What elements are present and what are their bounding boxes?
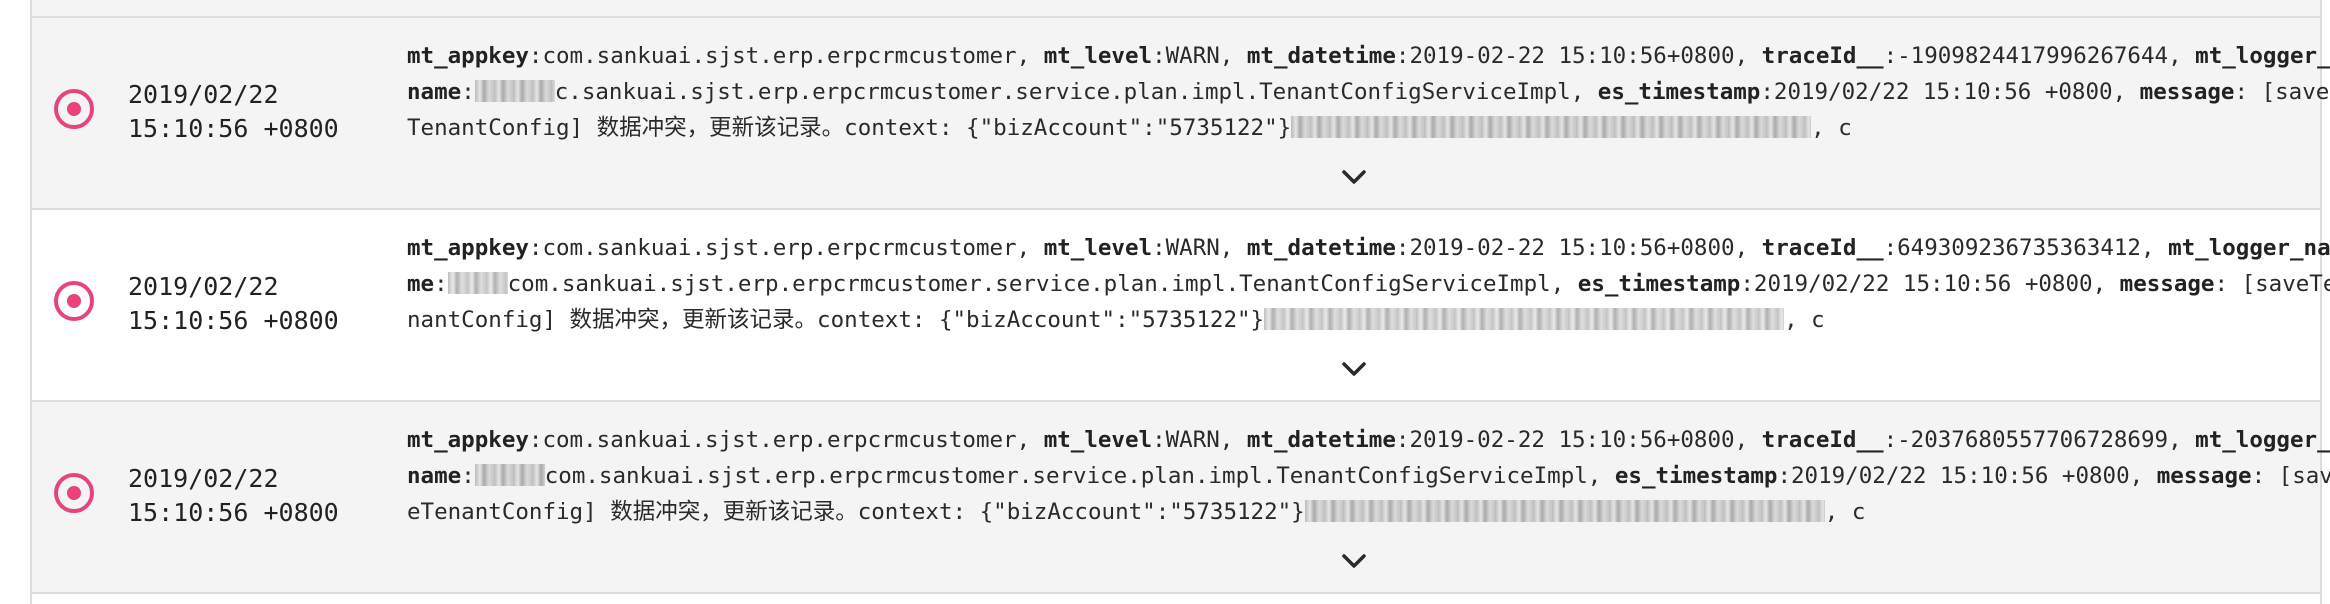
field-key: message [2139, 79, 2235, 105]
field-value: com.sankuai.sjst.erp.erpcrmcustomer [542, 43, 1017, 69]
truncated-tail: c [1838, 115, 1852, 141]
field-value: [saveTenantConfig] 数据冲突，更新该记录。context: {… [407, 463, 2330, 525]
field-key: message [2119, 271, 2215, 297]
field-key: mt_datetime [1246, 235, 1396, 261]
field-value: 2019-02-22 15:10:56+0800 [1409, 427, 1735, 453]
log-message: mt_appkey:com.sankuai.sjst.erp.erpcrmcus… [407, 230, 2330, 338]
log-timestamp: 2019/02/22 15:10:56 +0800 [128, 78, 368, 146]
field-key: es_timestamp [1597, 79, 1761, 105]
redacted-text [447, 272, 508, 294]
chevron-down-icon[interactable] [1334, 350, 1374, 390]
field-value: c.sankuai.sjst.erp.erpcrmcustomer.servic… [554, 79, 1571, 105]
field-value: com.sankuai.sjst.erp.erpcrmcustomer [542, 427, 1017, 453]
log-time: 15:10:56 +0800 [128, 306, 339, 335]
field-key: mt_logger_name [407, 235, 2330, 297]
field-key: mt_logger_name [407, 43, 2330, 105]
field-key: mt_logger_name [407, 427, 2330, 489]
field-key: mt_appkey [407, 43, 529, 69]
field-value: 649309236735363412 [1897, 235, 2141, 261]
field-value: [saveTenantConfig] 数据冲突，更新该记录。context: {… [407, 79, 2330, 141]
field-value: 2019/02/22 15:10:56 +0800 [1773, 79, 2113, 105]
field-value: WARN [1165, 235, 1220, 261]
field-key: mt_appkey [407, 235, 529, 261]
log-message: mt_appkey:com.sankuai.sjst.erp.erpcrmcus… [407, 43, 2330, 141]
field-key: traceId__ [1761, 43, 1884, 69]
field-value: -2037680557706728699 [1897, 427, 2169, 453]
radio-dot [67, 294, 81, 308]
field-key: mt_level [1043, 43, 1153, 69]
log-row[interactable]: 2019/02/22 15:10:56 +0800 mt_appkey:com.… [32, 402, 2330, 594]
truncated-tail: c [1811, 307, 1825, 333]
chevron-down-icon[interactable] [1334, 158, 1374, 198]
field-value: com.sankuai.sjst.erp.erpcrmcustomer.serv… [507, 271, 1551, 297]
log-date: 2019/02/22 [128, 80, 279, 109]
redacted-text [1291, 116, 1812, 138]
log-timestamp: 2019/02/22 15:10:56 +0800 [128, 270, 368, 338]
field-key: mt_appkey [407, 427, 529, 453]
log-date: 2019/02/22 [128, 464, 279, 493]
panel-right-border [2320, 0, 2322, 604]
field-key: traceId__ [1761, 235, 1884, 261]
radio-dot [67, 102, 81, 116]
field-key: mt_datetime [1246, 427, 1396, 453]
radio-selected-icon[interactable] [54, 473, 94, 513]
field-key: message [2156, 463, 2252, 489]
field-value: -1909824417996267644 [1897, 43, 2169, 69]
field-value: com.sankuai.sjst.erp.erpcrmcustomer [542, 235, 1017, 261]
previous-row-edge [32, 0, 2320, 18]
field-key: es_timestamp [1577, 271, 1741, 297]
field-value: 2019-02-22 15:10:56+0800 [1409, 235, 1735, 261]
field-key: mt_datetime [1246, 43, 1396, 69]
log-date: 2019/02/22 [128, 272, 279, 301]
radio-dot [67, 486, 81, 500]
redacted-text [1304, 500, 1825, 522]
field-value: 2019/02/22 15:10:56 +0800 [1753, 271, 2093, 297]
redacted-text [474, 80, 555, 102]
field-value: 2019-02-22 15:10:56+0800 [1409, 43, 1735, 69]
log-message: mt_appkey:com.sankuai.sjst.erp.erpcrmcus… [407, 422, 2330, 530]
field-key: mt_level [1043, 235, 1153, 261]
panel-left-border [30, 0, 32, 604]
log-time: 15:10:56 +0800 [128, 114, 339, 143]
truncated-tail: c [1851, 499, 1866, 525]
field-value: WARN [1165, 43, 1220, 69]
log-row[interactable]: 2019/02/22 15:10:56 +0800 mt_appkey:com.… [32, 18, 2330, 210]
field-value: com.sankuai.sjst.erp.erpcrmcustomer.serv… [544, 463, 1588, 489]
log-timestamp: 2019/02/22 15:10:56 +0800 [128, 462, 368, 530]
radio-selected-icon[interactable] [54, 281, 94, 321]
field-key: mt_level [1043, 427, 1153, 453]
field-key: traceId__ [1761, 427, 1884, 453]
field-value: [saveTenantConfig] 数据冲突，更新该记录。context: {… [407, 271, 2330, 333]
radio-selected-icon[interactable] [54, 89, 94, 129]
field-key: es_timestamp [1614, 463, 1778, 489]
redacted-text [1264, 308, 1785, 330]
redacted-text [474, 464, 545, 486]
log-list: 2019/02/22 15:10:56 +0800 mt_appkey:com.… [32, 18, 2330, 594]
field-value: WARN [1165, 427, 1220, 453]
log-row[interactable]: 2019/02/22 15:10:56 +0800 mt_appkey:com.… [32, 210, 2330, 402]
chevron-down-icon[interactable] [1334, 542, 1374, 582]
field-value: 2019/02/22 15:10:56 +0800 [1791, 463, 2130, 489]
log-time: 15:10:56 +0800 [128, 498, 339, 527]
